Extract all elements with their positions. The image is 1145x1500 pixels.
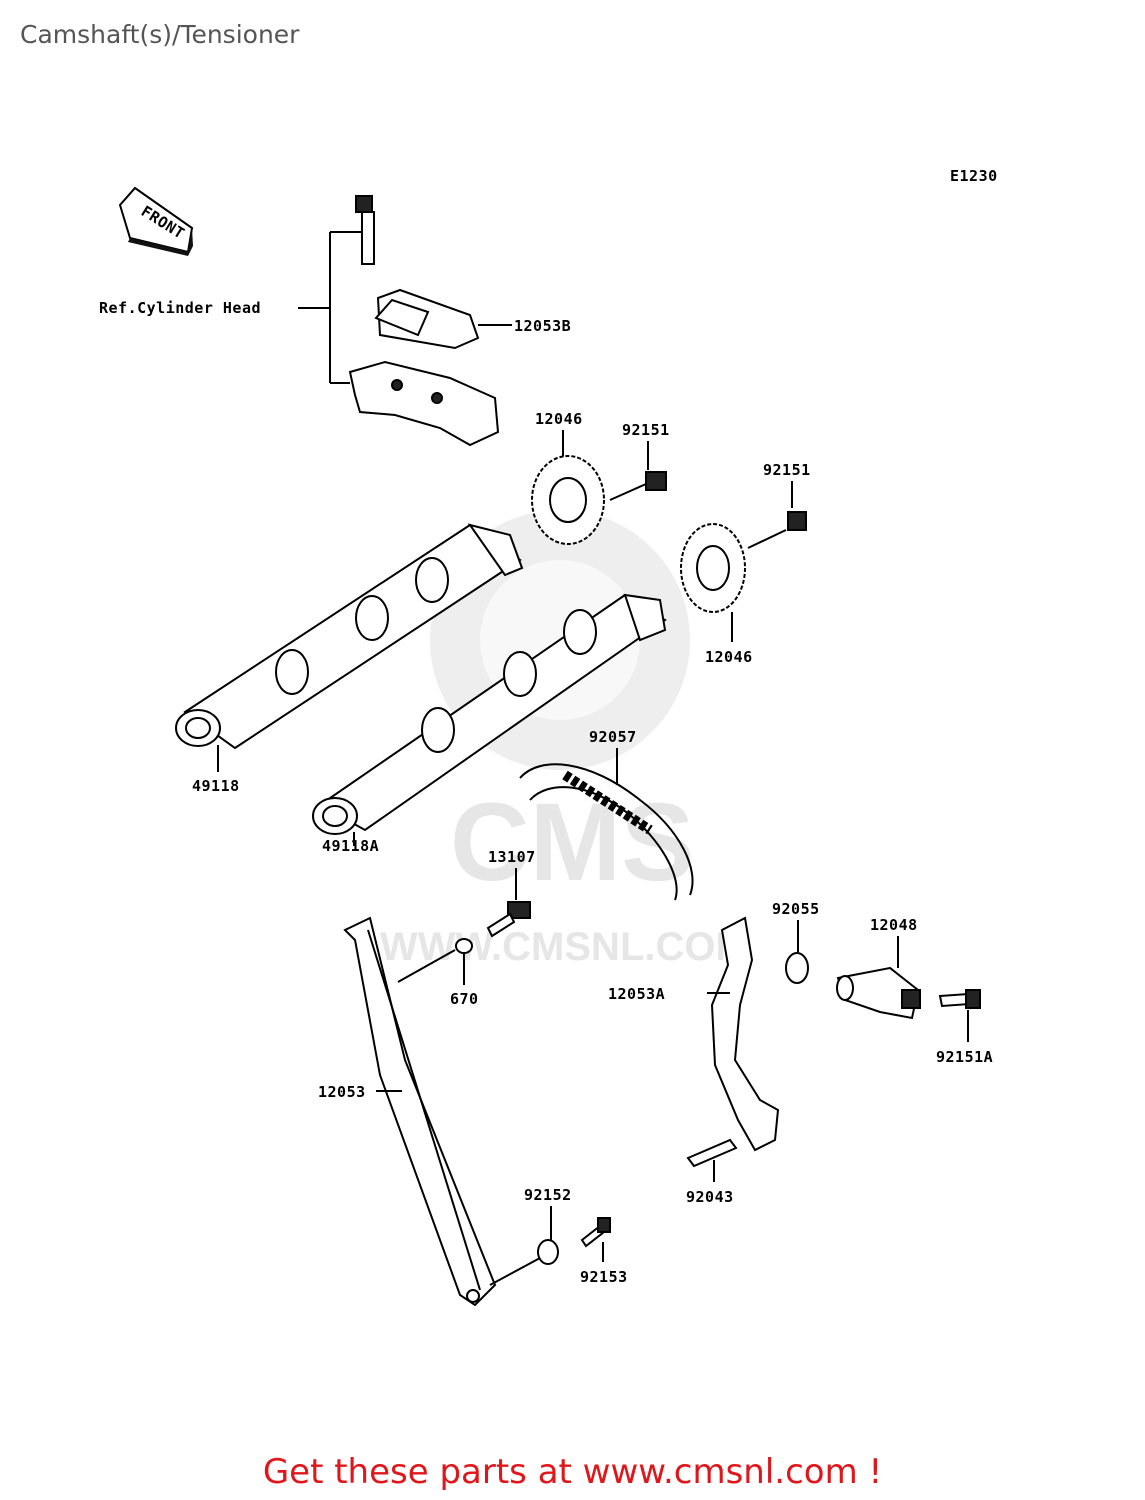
chain-guide-part	[343, 916, 497, 1307]
callout-oring-tensioner: 92055	[772, 900, 820, 918]
tensioner-part	[836, 966, 921, 1020]
callout-guide-bottom-bolt: 92153	[580, 1268, 628, 1286]
guide-bottom-bolt-part	[580, 1217, 611, 1248]
callout-camshaft-exhaust: 49118A	[322, 837, 379, 855]
cam-chain-part	[519, 763, 694, 901]
collar-part	[537, 1239, 559, 1265]
callout-sprocket-upper: 12046	[535, 410, 583, 428]
camshaft-intake-part	[175, 523, 524, 750]
sprocket-upper-part	[531, 455, 605, 545]
cam-cap-bolt	[355, 195, 375, 265]
callout-bolt-right: 92151	[763, 461, 811, 479]
parts-diagram: CMS WWW.CMSNL.COM E1230 FRONT Ref.Cylind…	[99, 167, 998, 1307]
callout-12053B: 12053B	[514, 317, 571, 335]
camshaft-exhaust-part	[312, 593, 667, 835]
callout-guide-bolt: 13107	[488, 848, 536, 866]
diagram-code: E1230	[950, 167, 998, 185]
sprocket-lower-part	[680, 523, 746, 613]
callout-tensioner: 12048	[870, 916, 918, 934]
bolt-upper-part	[609, 471, 667, 501]
callout-bolt-upper: 92151	[622, 421, 670, 439]
callout-oring-small: 670	[450, 990, 479, 1008]
tensioner-bolt-part	[938, 989, 981, 1009]
watermark-url-text: WWW.CMSNL.COM	[380, 925, 749, 969]
cam-cap-part	[374, 288, 480, 350]
callout-pin: 92043	[686, 1188, 734, 1206]
footer-promo-link[interactable]: Get these parts at www.cmsnl.com !	[262, 1452, 883, 1492]
callout-chain-guide: 12053	[318, 1083, 366, 1101]
tensioner-guide-part	[710, 916, 780, 1152]
callout-camshaft-intake: 49118	[192, 777, 240, 795]
callout-tensioner-bolt: 92151A	[936, 1048, 993, 1066]
cam-holder-part	[348, 360, 500, 447]
callout-sprocket-lower: 12046	[705, 648, 753, 666]
oring-tensioner-part	[785, 952, 809, 984]
pin-part	[686, 1138, 738, 1168]
front-arrow-icon: FRONT	[118, 186, 194, 256]
watermark-logo-text: CMS	[450, 781, 694, 904]
callout-chain: 92057	[589, 728, 637, 746]
callout-collar: 92152	[524, 1186, 572, 1204]
ref-cylinder-head-label: Ref.Cylinder Head	[99, 299, 261, 317]
guide-bolt-part	[486, 901, 531, 938]
reference-bracket	[298, 231, 362, 384]
bolt-right-part	[747, 511, 807, 549]
oring-small-part	[455, 938, 473, 954]
page-title: Camshaft(s)/Tensioner	[20, 20, 300, 49]
callout-tensioner-guide: 12053A	[608, 985, 665, 1003]
